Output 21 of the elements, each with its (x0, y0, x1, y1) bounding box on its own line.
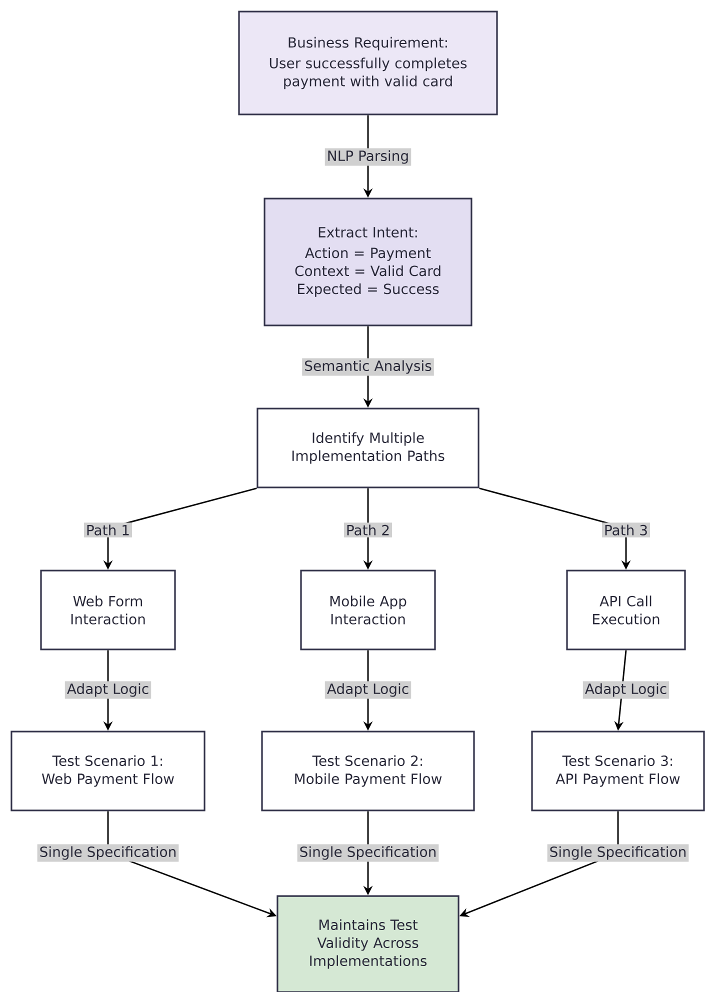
edge-label: Adapt Logic (324, 681, 412, 699)
edge-label: NLP Parsing (324, 148, 412, 166)
edge-label: Single Specification (547, 844, 689, 862)
process-box: API Call Execution (566, 570, 686, 650)
edge-label: Adapt Logic (582, 681, 670, 699)
edge-label: Single Specification (37, 844, 179, 862)
edge-label: Path 1 (84, 522, 132, 538)
process-box: Test Scenario 1: Web Payment Flow (10, 730, 206, 812)
process-box: Extract Intent: Action = Payment Context = Valid Card Expected = Success (264, 198, 472, 326)
edge-label: Adapt Logic (64, 681, 152, 699)
edge-label: Semantic Analysis (302, 358, 434, 376)
process-box: Maintains Test Validity Across Implementations (276, 895, 460, 992)
process-box: Test Scenario 2: Mobile Payment Flow (261, 730, 475, 812)
edge-label: Path 2 (344, 522, 392, 538)
edge-label: Path 3 (602, 522, 650, 538)
process-box: Identify Multiple Implementation Paths (256, 408, 480, 488)
process-box: Mobile App Interaction (300, 570, 436, 650)
edge-label: Single Specification (297, 844, 439, 862)
process-box: Test Scenario 3: API Payment Flow (531, 730, 705, 812)
process-box: Business Requirement: User successfully completes payment with valid card (238, 10, 498, 116)
process-box: Web Form Interaction (40, 570, 176, 650)
